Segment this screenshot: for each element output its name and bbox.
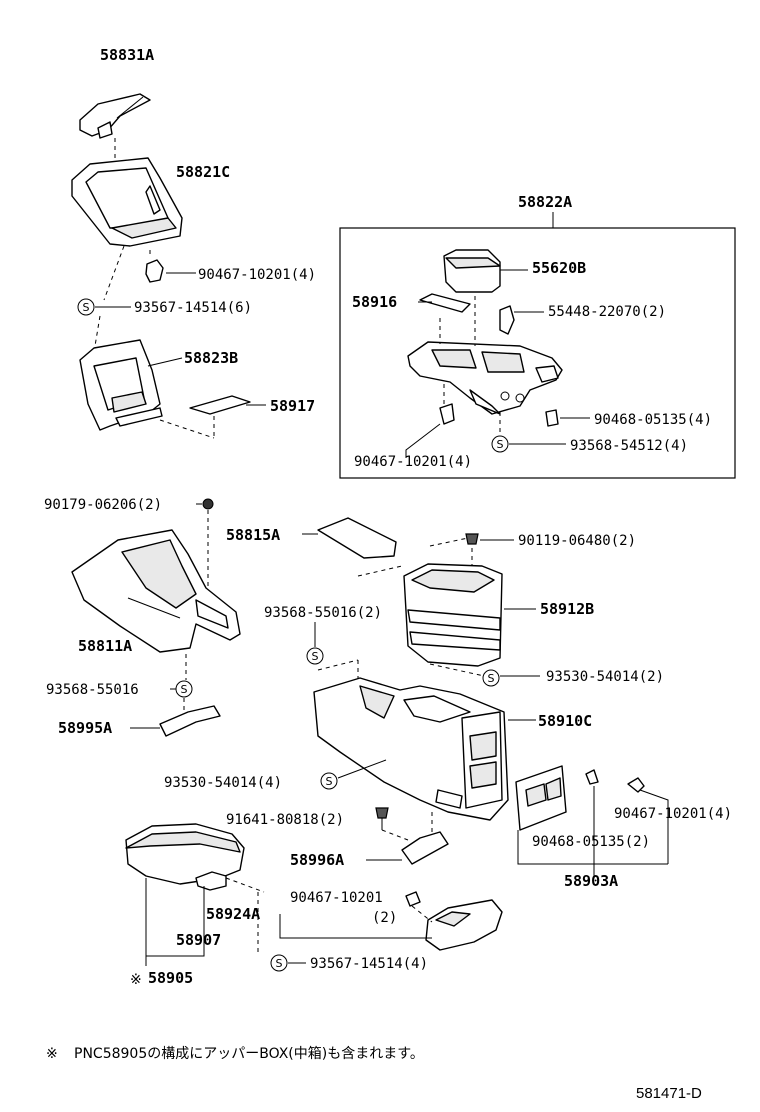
part-58907-drawing	[195, 871, 227, 891]
part-58815A-drawing	[302, 517, 397, 559]
part-58903A-drawing	[515, 765, 567, 831]
label-55620B: 55620B	[532, 259, 586, 277]
label-58916: 58916	[352, 293, 397, 311]
part-58917-drawing	[189, 395, 266, 415]
label-58823B: 58823B	[184, 349, 238, 367]
label-58907: 58907	[176, 931, 221, 949]
label-93568-b: 93568-55016(2)	[264, 605, 382, 621]
label-55448: 55448-22070(2)	[548, 304, 666, 320]
label-58821C: 58821C	[176, 163, 230, 181]
label-93568-a: 93568-54512(4)	[570, 438, 688, 454]
label-93567-a: 93567-14514(6)	[134, 300, 252, 316]
svg-text:S: S	[312, 650, 319, 663]
bolt-91641-drawing	[375, 807, 389, 830]
svg-text:S: S	[488, 672, 495, 685]
label-91641: 91641-80818(2)	[226, 812, 344, 828]
clip-90467-a-drawing	[145, 259, 196, 283]
clip-90467-c-drawing	[627, 777, 669, 864]
figure-code: 581471-D	[636, 1085, 702, 1102]
screw-93568-c-marker: S	[170, 680, 193, 698]
label-93530-a: 93530-54014(2)	[546, 669, 664, 685]
label-90467-d: 90467-10201	[290, 890, 383, 906]
part-58905-drawing	[125, 823, 245, 885]
label-58815A: 58815A	[226, 526, 280, 544]
label-58910C: 58910C	[538, 712, 592, 730]
screw-93530-b-marker: S	[320, 759, 387, 790]
nut-90468-a-drawing	[545, 409, 590, 427]
part-58821C-drawing	[71, 157, 183, 247]
clip-90467-b-drawing	[405, 403, 455, 458]
label-58905: 58905	[148, 969, 193, 987]
label-58912B: 58912B	[540, 600, 594, 618]
label-93568-c: 93568-55016	[46, 682, 139, 698]
label-58995A: 58995A	[58, 719, 112, 737]
part-58916-drawing	[418, 293, 471, 313]
svg-text:S: S	[181, 683, 188, 696]
screw-93530-a-marker: S	[482, 669, 540, 687]
part-58996A-drawing	[366, 831, 449, 865]
label-58811A: 58811A	[78, 637, 132, 655]
part-58910C-drawing	[313, 677, 536, 821]
screw-93568-b-marker: S	[306, 622, 324, 665]
label-90467-d-qty: (2)	[372, 910, 397, 926]
label-58822A: 58822A	[518, 193, 572, 211]
part-55620B-drawing	[443, 249, 528, 293]
bolt-90119-drawing	[465, 533, 514, 545]
label-90467-c: 90467-10201(4)	[614, 806, 732, 822]
label-93567-b: 93567-14514(4)	[310, 956, 428, 972]
label-58996A: 58996A	[290, 851, 344, 869]
clip-90467-d-drawing	[405, 891, 421, 907]
label-58831A: 58831A	[100, 46, 154, 64]
label-90467-b: 90467-10201(4)	[354, 454, 472, 470]
footnote-mark: ※	[46, 1046, 58, 1062]
label-93530-b: 93530-54014(4)	[164, 775, 282, 791]
screw-93567-a-marker: S	[77, 298, 131, 316]
svg-text:S: S	[326, 775, 333, 788]
nut-90468-b-drawing	[585, 769, 599, 785]
label-90119: 90119-06480(2)	[518, 533, 636, 549]
assembly-58822A-frame	[339, 227, 736, 479]
part-58811A-drawing	[71, 529, 241, 653]
label-90467-a: 90467-10201(4)	[198, 267, 316, 283]
part-58831A-drawing	[79, 93, 151, 139]
part-58912B-drawing	[403, 563, 536, 667]
note-mark-symbol: ※	[130, 972, 142, 988]
svg-text:S: S	[83, 301, 90, 314]
screw-93567-b-marker: S	[270, 954, 306, 972]
holder-base-drawing	[407, 341, 563, 415]
label-90468-a: 90468-05135(4)	[594, 412, 712, 428]
part-58995A-drawing	[130, 705, 221, 737]
footnote-text: PNC58905の構成にアッパーBOX(中箱)も含まれます。	[74, 1046, 424, 1062]
screw-93568-a-marker: S	[491, 435, 566, 453]
svg-text:S: S	[276, 957, 283, 970]
label-58924A: 58924A	[206, 905, 260, 923]
label-58917: 58917	[270, 397, 315, 415]
part-55448-drawing	[499, 305, 544, 335]
label-90179: 90179-06206(2)	[44, 497, 162, 513]
bolt-90179-drawing	[196, 498, 214, 510]
part-58924A-drawing	[425, 899, 503, 951]
part-58823B-drawing	[79, 339, 163, 431]
svg-text:S: S	[497, 438, 504, 451]
label-58903A: 58903A	[564, 872, 618, 890]
label-90468-b: 90468-05135(2)	[532, 834, 650, 850]
